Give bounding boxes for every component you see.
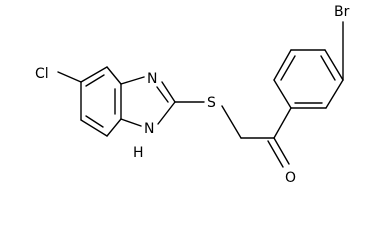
atom-cl: Cl	[35, 66, 49, 82]
bromophenyl-ring	[273, 49, 344, 109]
cl-bond	[57, 71, 82, 83]
atom-h: H	[133, 145, 144, 161]
structure-svg: Cl N N H S O Br	[35, 4, 350, 186]
atom-n-bottom: N	[144, 121, 154, 137]
thioether-chain	[174, 101, 275, 139]
atom-n-top: N	[147, 71, 157, 87]
atom-s: S	[207, 95, 216, 111]
molecule-diagram: Cl N N H S O Br	[35, 4, 350, 186]
benzimidazole-benzene-ring	[80, 66, 122, 137]
imidazole-ring	[120, 76, 176, 127]
atom-o: O	[285, 170, 296, 186]
carbonyl-group	[267, 107, 292, 168]
atom-br: Br	[334, 4, 350, 20]
